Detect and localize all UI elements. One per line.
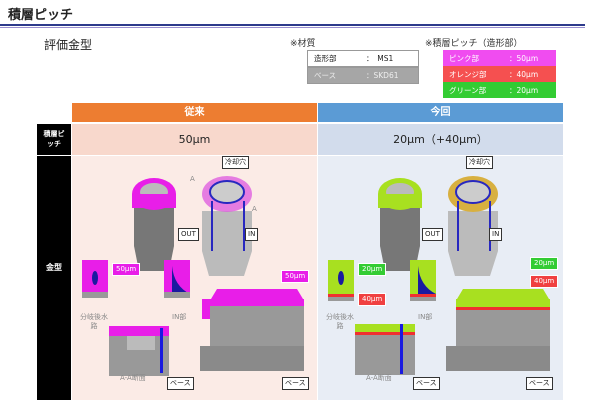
legend-value: ：20µm [509, 85, 539, 95]
mold-3d-right [448, 176, 498, 276]
pitch-old: 50µm [72, 124, 317, 155]
label-40um: 40µm [530, 275, 559, 288]
material-value: ： MS1 [366, 54, 394, 63]
column-header-new: 今回 [318, 103, 563, 122]
row-label-pitch: 積層ピッチ [37, 124, 71, 155]
label-aa-section: A-A断面 [120, 374, 146, 382]
label-aa-section: A-A断面 [366, 374, 392, 382]
section-detail-right [164, 260, 190, 298]
page-title: 積層ピッチ [8, 8, 74, 23]
label-20um: 20µm [530, 257, 559, 270]
material-row: ベース ：SKD61 [307, 67, 419, 84]
mold-illustration-new [328, 176, 550, 375]
label-50um: 50µm [281, 270, 310, 283]
legend-value: ：40µm [509, 69, 539, 79]
legend-green: グリーン部 ：20µm [443, 82, 556, 98]
callout-in: IN [245, 228, 259, 241]
mold-3d-left [378, 178, 422, 271]
callout-base: ベース [413, 377, 440, 390]
title-rule-accent [0, 27, 585, 28]
mold-illustration-old [82, 176, 304, 376]
legend-name: ピンク部 [449, 53, 479, 63]
label-in-part: IN部 [418, 313, 433, 321]
callout-cooling-hole: 冷却穴 [222, 156, 249, 169]
callout-out: OUT [178, 228, 199, 241]
section-view [109, 326, 169, 376]
material-heading: ※材質 [290, 39, 316, 49]
legend-pink: ピンク部 ：50µm [443, 50, 556, 66]
callout-in: IN [489, 228, 503, 241]
title-rule [0, 24, 585, 26]
section-mark: A [190, 175, 195, 183]
section-mark: A [252, 205, 257, 213]
legend-name: オレンジ部 [449, 69, 487, 79]
label-20um: 20µm [358, 263, 387, 276]
legend-orange: オレンジ部 ：40µm [443, 66, 556, 82]
material-name: 造形部 [314, 54, 337, 63]
callout-base: ベース [282, 377, 309, 390]
label-branch-channel: 分岐後水路 [80, 313, 108, 330]
label-50um: 50µm [112, 263, 141, 276]
material-row: 造形部 ： MS1 [307, 50, 419, 67]
label-branch-channel: 分岐後水路 [326, 313, 354, 330]
callout-base: ベース [526, 377, 553, 390]
label-in-part: IN部 [172, 313, 187, 321]
legend-name: グリーン部 [449, 85, 487, 95]
callout-cooling-hole: 冷却穴 [466, 156, 493, 169]
row-label-mold: 金型 [37, 156, 71, 400]
material-name: ベース [314, 71, 337, 80]
section-detail-left [82, 260, 108, 298]
section-detail-right [410, 260, 436, 301]
material-value: ：SKD61 [366, 71, 399, 80]
mold-3d-left [132, 178, 176, 271]
callout-base: ベース [167, 377, 194, 390]
callout-out: OUT [422, 228, 443, 241]
mold-side-view [446, 289, 550, 371]
pitch-new: 20µm（+40µm） [318, 124, 563, 155]
mold-side-view [200, 289, 304, 371]
pitch-legend: ピンク部 ：50µm オレンジ部 ：40µm グリーン部 ：20µm [443, 50, 556, 98]
legend-value: ：50µm [509, 53, 539, 63]
mold-3d-right [202, 176, 252, 276]
section-view [355, 324, 415, 375]
material-table: 造形部 ： MS1 ベース ：SKD61 [307, 50, 419, 84]
section-detail-left [328, 260, 354, 301]
label-40um: 40µm [358, 293, 387, 306]
column-header-old: 従来 [72, 103, 317, 122]
pitch-legend-heading: ※積層ピッチ（造形部） [425, 39, 523, 49]
subtitle: 評価金型 [44, 38, 93, 52]
